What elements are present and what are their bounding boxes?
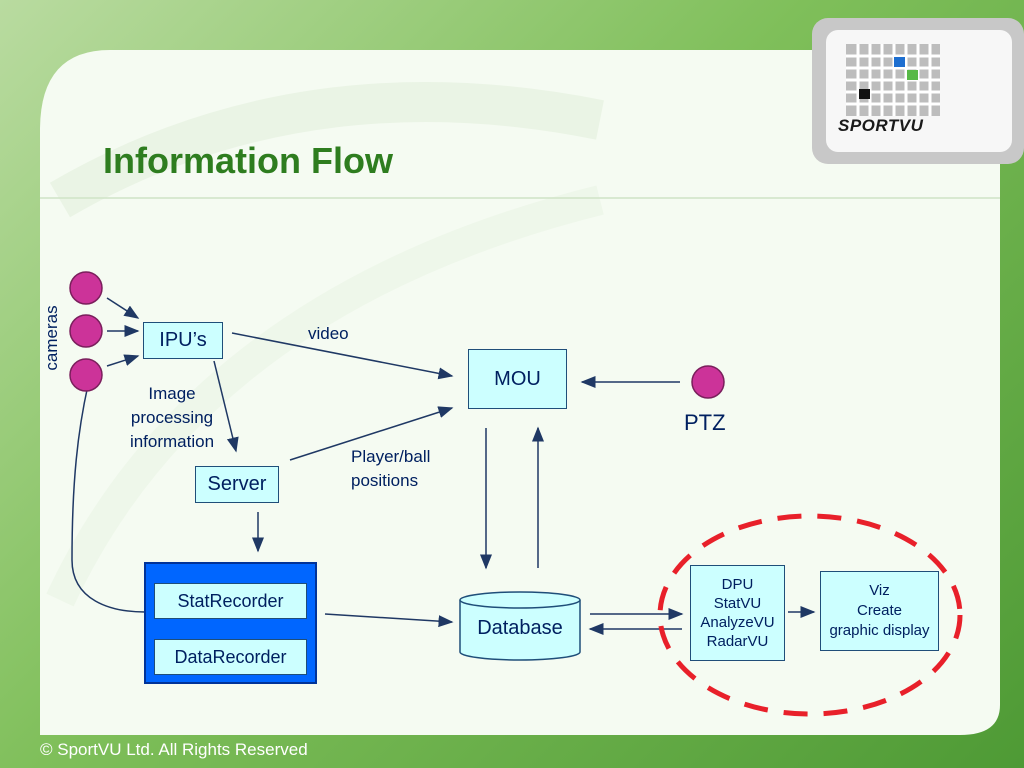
cameras-label: cameras: [42, 305, 61, 371]
label-player-ball: Player/ball positions: [351, 447, 431, 490]
node-database-label: Database: [477, 617, 563, 639]
arrow-camera1-ipu: [106, 297, 140, 319]
arrow-ipu-mou: [231, 332, 454, 380]
camera-2: [69, 314, 103, 348]
node-dpu: DPU StatVU AnalyzeVU RadarVU: [690, 565, 785, 661]
sportvu-logo-grid: [846, 44, 940, 116]
node-ipus: IPU’s: [143, 322, 223, 359]
arrow-ipu-server: [213, 360, 239, 453]
ptz-camera: [691, 365, 725, 399]
highlight-ellipse: [657, 513, 963, 717]
node-datarecorder: DataRecorder: [154, 639, 307, 675]
slide-title: Information Flow: [103, 140, 393, 181]
camera-3: [69, 358, 103, 392]
label-video: video: [308, 324, 349, 343]
node-viz: Viz Create graphic display: [820, 571, 939, 651]
label-image-processing: Image processing information: [129, 384, 215, 451]
label-ptz: PTZ: [684, 410, 726, 435]
arrow-camera3-ipu: [106, 354, 140, 367]
arrow-server-mou: [289, 406, 454, 461]
node-mou: MOU: [468, 349, 567, 409]
copyright-footer: © SportVU Ltd. All Rights Reserved: [40, 740, 308, 759]
node-statrecorder: StatRecorder: [154, 583, 307, 619]
node-server: Server: [195, 466, 279, 503]
logo-wordmark: SPORTVU: [838, 116, 924, 135]
camera-1: [69, 271, 103, 305]
database-cylinder: [459, 591, 581, 661]
arrow-recorder-database: [324, 613, 454, 628]
line-camera-statrecorder: [71, 384, 146, 613]
